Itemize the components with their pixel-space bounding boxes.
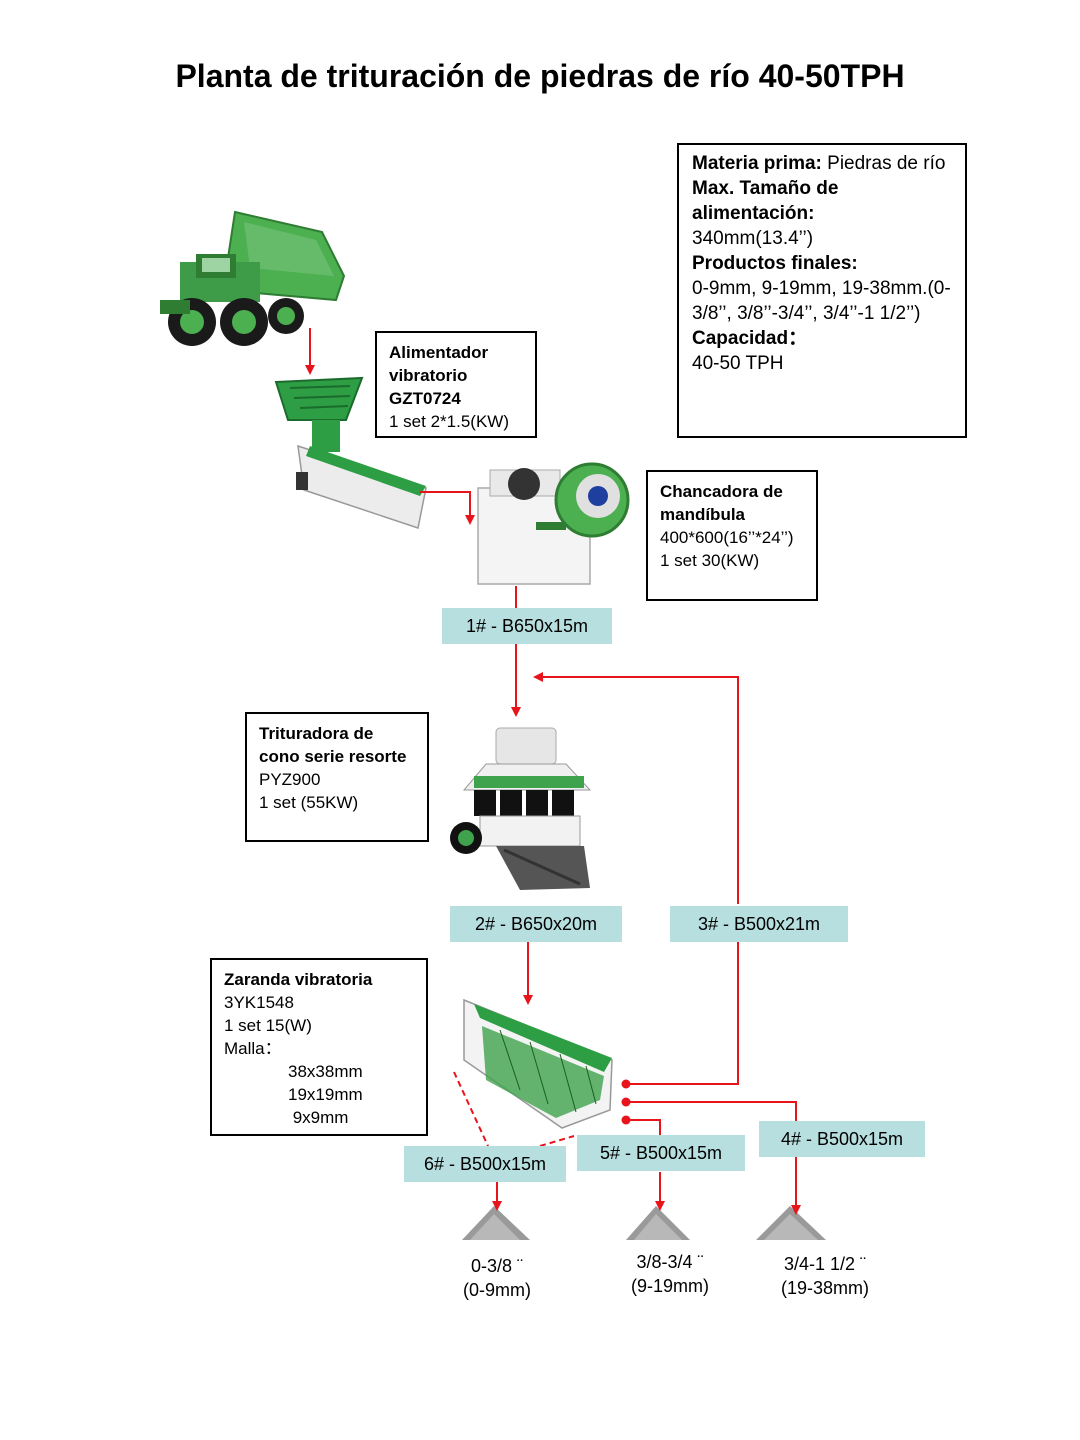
page-title: Planta de trituración de piedras de río … (175, 58, 905, 94)
belt-label-6: 6# - B500x15m (404, 1146, 566, 1182)
product-size-1: 0-3/8 ¨ (470, 1256, 524, 1276)
product-label-3: 3/4-1 1/2 ¨ (19-38mm) (755, 1252, 895, 1300)
belt-label-1: 1# - B650x15m (442, 608, 612, 644)
screen-name: Zaranda vibratoria (224, 970, 373, 989)
screen-model: 3YK1548 (224, 993, 294, 1012)
cone-crusher-power: 1 set (55KW) (259, 793, 359, 812)
vibrating-feeder-icon (274, 376, 427, 529)
product-size-3: 3/4-1 1/2 ¨ (783, 1254, 867, 1274)
product-pile-icon (462, 1206, 826, 1240)
product-label-2: 3/8-3/4 ¨ (9-19mm) (600, 1250, 740, 1298)
screen-mesh-label: Malla： (224, 1039, 282, 1058)
belt-label-3: 3# - B500x21m (670, 906, 848, 942)
jaw-crusher-label-box: Chancadora de mandíbula 400*600(16’’*24’… (646, 470, 818, 601)
product-mm-1: (0-9mm) (463, 1280, 531, 1300)
screen-power: 1 set 15(W) (224, 1016, 312, 1035)
plant-info-box: Materia prima: Piedras de río Max. Tamañ… (677, 143, 967, 438)
cone-crusher-model: PYZ900 (259, 770, 321, 789)
vibrating-screen-icon (463, 998, 613, 1129)
raw-material-value: Piedras de río (821, 153, 946, 174)
belt-label-4: 4# - B500x15m (759, 1121, 925, 1157)
jaw-crusher-size: 400*600(16’’*24’’) (660, 528, 794, 547)
jaw-crusher-icon (477, 462, 630, 585)
jaw-crusher-name: Chancadora de mandíbula (660, 482, 783, 524)
feeder-label-box: Alimentador vibratorio GZT0724 1 set 2*1… (375, 331, 537, 438)
cone-crusher-label-box: Trituradora de cono serie resorte PYZ900… (245, 712, 429, 842)
screen-mesh-2: 19x19mm (288, 1085, 363, 1104)
screen-label-box: Zaranda vibratoria 3YK1548 1 set 15(W) M… (210, 958, 428, 1136)
belt-label-5: 5# - B500x15m (577, 1135, 745, 1171)
screen-mesh-3: 9x9mm (288, 1108, 349, 1127)
cone-crusher-name: Trituradora de cono serie resorte (259, 724, 407, 766)
product-mm-3: (19-38mm) (780, 1278, 869, 1298)
capacity-label: Capacidad： (692, 328, 808, 349)
product-size-2: 3/8-3/4 ¨ (636, 1252, 704, 1272)
final-products-label: Productos finales: (692, 253, 858, 274)
dump-truck-icon (160, 210, 346, 346)
belt-label-2: 2# - B650x20m (450, 906, 622, 942)
product-label-1: 0-3/8 ¨ (0-9mm) (432, 1254, 562, 1302)
feed-size-value: 340mm(13.4’’) (692, 228, 814, 249)
feed-size-label: Max. Tamaño de alimentación: (692, 178, 839, 224)
capacity-value: 40-50 TPH (692, 353, 784, 374)
product-mm-2: (9-19mm) (630, 1276, 709, 1296)
final-products-value: 0-9mm, 9-19mm, 19-38mm.(0-3/8’’, 3/8’’-3… (692, 278, 951, 324)
feeder-spec: 1 set 2*1.5(KW) (389, 412, 509, 431)
feeder-name: Alimentador vibratorio GZT0724 (389, 343, 489, 408)
cone-crusher-icon (450, 727, 592, 890)
raw-material-label: Materia prima: (692, 153, 822, 174)
jaw-crusher-power: 1 set 30(KW) (660, 551, 760, 570)
screen-mesh-1: 38x38mm (288, 1062, 363, 1081)
